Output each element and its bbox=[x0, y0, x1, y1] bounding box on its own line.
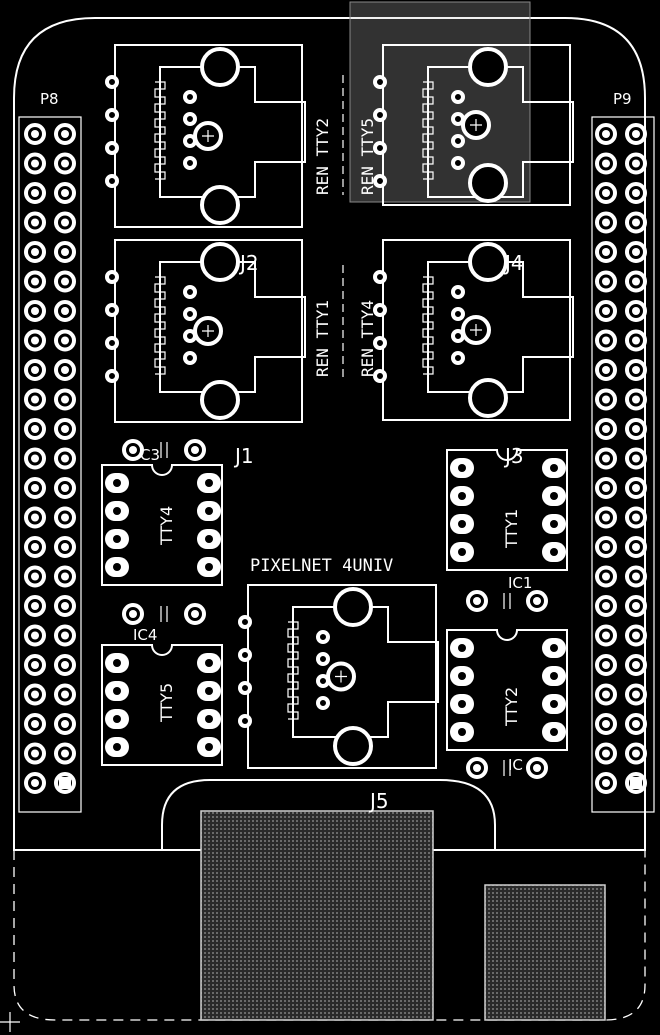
ren-tty1-label: REN TTY1 bbox=[313, 300, 332, 377]
ic-label-tty5: TTY5 bbox=[157, 683, 176, 723]
header-label-p9: P9 bbox=[613, 90, 632, 108]
jack-label-j2: J2 bbox=[238, 251, 259, 275]
jack-label-j4: J4 bbox=[503, 251, 524, 275]
ic-label-tty4: TTY4 bbox=[157, 506, 176, 546]
ren-tty5-label: REN TTY5 bbox=[358, 118, 377, 195]
header-label-p8: P8 bbox=[40, 90, 59, 108]
dip-ic bbox=[446, 449, 568, 571]
capacitor bbox=[466, 590, 548, 612]
rj45-jack bbox=[105, 239, 306, 423]
dip-ic bbox=[446, 629, 568, 751]
board-title: PIXELNET 4UNIV bbox=[250, 556, 393, 576]
header-p8 bbox=[18, 116, 82, 813]
capacitor bbox=[466, 757, 548, 779]
cap-label-ic1: IC1 bbox=[508, 574, 532, 592]
ic-label-tty1: TTY1 bbox=[502, 509, 521, 549]
capacitor bbox=[122, 603, 206, 625]
jack-label-j1: J1 bbox=[233, 444, 254, 468]
dip-ic bbox=[101, 644, 223, 766]
board-cutout bbox=[14, 779, 645, 851]
rj45-jack bbox=[373, 44, 574, 206]
cap-label-ic4: IC4 bbox=[133, 626, 157, 644]
pin-1-marker bbox=[59, 777, 71, 789]
rj45-jack bbox=[238, 584, 439, 769]
header-p9 bbox=[591, 116, 655, 813]
rj45-jack bbox=[373, 239, 574, 421]
origin-marker bbox=[0, 1012, 20, 1032]
jack-label-j5: J5 bbox=[368, 789, 389, 813]
pin-1-marker bbox=[630, 777, 642, 789]
cap-label-c3: C3 bbox=[140, 446, 160, 464]
cap-label-ic2: IC bbox=[508, 756, 523, 774]
ren-tty4-label: REN TTY4 bbox=[358, 300, 377, 377]
usb-keepout bbox=[484, 884, 606, 1021]
dip-ic bbox=[101, 464, 223, 586]
rj45-jack bbox=[105, 44, 306, 228]
ren-tty2-label: REN TTY2 bbox=[313, 118, 332, 195]
capacitor bbox=[122, 439, 206, 461]
ethernet-keepout bbox=[200, 810, 434, 1021]
jack-label-j3: J3 bbox=[503, 444, 524, 468]
ic-label-tty2: TTY2 bbox=[502, 687, 521, 727]
